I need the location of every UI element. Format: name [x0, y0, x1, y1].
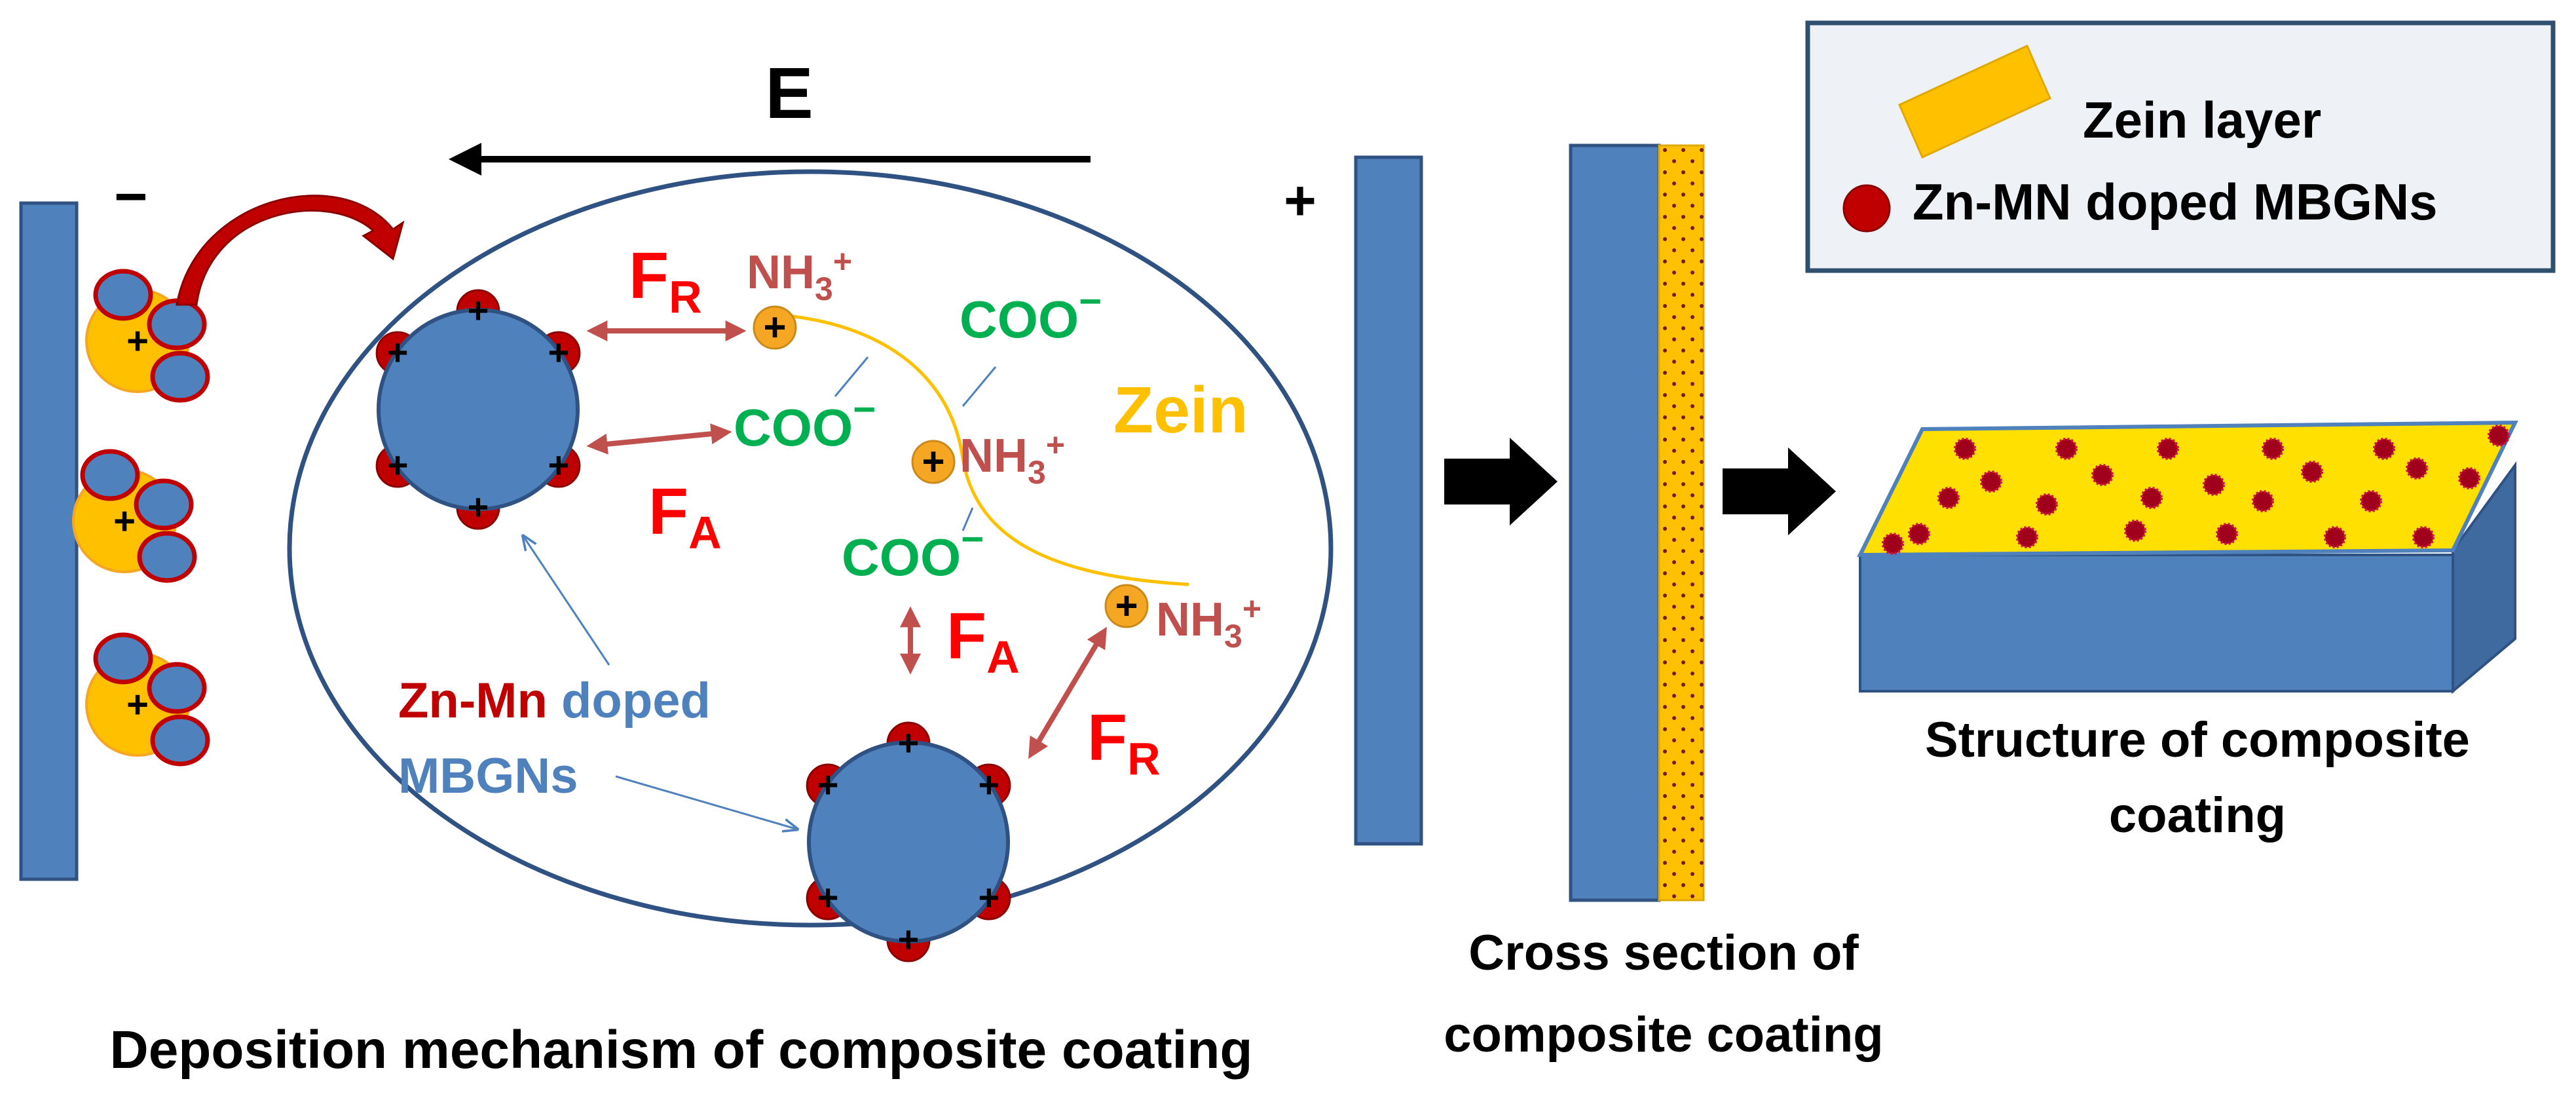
negative-electrode [19, 201, 79, 881]
plus-symbol: + [126, 683, 149, 726]
surface-particle [1937, 487, 1960, 509]
curved-deposition-arrow [176, 195, 405, 306]
surface-particle [2360, 490, 2382, 512]
repulsive-force-arrow [1028, 626, 1107, 759]
zein-swatch [1898, 44, 2051, 159]
ammonium-label: NH3+ [1156, 590, 1261, 655]
surface-particle [2216, 523, 2238, 545]
ammonium-group-3: + NH3+ [1104, 584, 1261, 655]
structure-caption-line1: Structure of composite [1925, 712, 2470, 768]
bond-line [961, 366, 997, 407]
negative-sign: − [114, 164, 147, 229]
ammonium-label: NH3+ [960, 427, 1065, 491]
surface-particle [1882, 533, 1904, 555]
surface-particle [2036, 493, 2058, 516]
surface-particle [1954, 438, 1976, 460]
pointer-arrow [524, 537, 610, 666]
plus-symbol: + [817, 764, 839, 805]
deposited-particle: + [85, 632, 210, 767]
composite-block [1857, 420, 2574, 694]
surface-particle [2373, 438, 2395, 460]
cross-section-caption-line2: composite coating [1444, 1007, 1883, 1063]
positive-sign: + [1284, 170, 1316, 232]
surface-particle [2262, 438, 2284, 460]
field-label: E [765, 53, 813, 134]
zein-label: Zein [1113, 373, 1248, 447]
surface-particle [2324, 526, 2346, 548]
surface-particles [1882, 425, 2510, 555]
plus-symbol: + [468, 486, 489, 527]
bond-line [961, 507, 974, 531]
force-label-attractive: FA [946, 599, 1020, 683]
particle-core [377, 308, 580, 511]
legend-particle-label: Zn-MN doped MBGNs [1913, 173, 2438, 231]
surface-particle [2458, 467, 2480, 489]
attractive-force-arrow [586, 423, 732, 455]
plus-symbol: + [979, 877, 1000, 918]
plus-symbol: + [817, 877, 839, 918]
structure-caption-line2: coating [2109, 788, 2286, 843]
surface-particle [1908, 523, 1930, 545]
plus-symbol: + [1115, 584, 1138, 628]
positive-electrode [1354, 155, 1423, 846]
deposited-cluster: + + + [72, 269, 210, 767]
plus-symbol: + [979, 764, 1000, 805]
surface-particle [2055, 438, 2078, 460]
ammonium-group-1: + NH3+ [747, 243, 852, 350]
mbgn-particles: + + + + + + + + + + + + [375, 289, 1011, 962]
deposition-caption: Deposition mechanism of composite coatin… [109, 1020, 1252, 1080]
surface-particle [2412, 526, 2435, 548]
plus-symbol: + [113, 500, 136, 542]
zein-chain [772, 313, 1189, 586]
surface-particle [2157, 438, 2179, 460]
plus-symbol: + [387, 332, 409, 373]
carboxylate-label: COO− [842, 517, 984, 586]
cross-section-caption-line1: Cross section of [1468, 925, 1859, 981]
plus-symbol: + [763, 305, 786, 349]
particle-core [807, 740, 1010, 943]
particle-label-line1: Zn-Mn doped [398, 673, 711, 729]
particle-swatch [1842, 184, 1891, 233]
mbgn-particle: + + + + + + [806, 721, 1011, 962]
carboxylate-label: COO− [960, 279, 1102, 349]
surface-particle [2016, 526, 2038, 548]
surface-particle [2124, 520, 2146, 542]
surface-particle [2488, 425, 2510, 447]
surface-particle [2301, 461, 2323, 483]
pointer-arrow [615, 775, 796, 829]
ammonium-group-2: + NH3+ [911, 427, 1065, 491]
cross-section [1569, 143, 1705, 902]
plus-symbol: + [922, 440, 944, 484]
plus-symbol: + [548, 332, 570, 373]
mbgn-particle: + + + + + + [375, 289, 581, 530]
plus-symbol: + [548, 444, 570, 485]
process-arrow [1723, 447, 1836, 535]
force-label-attractive: FA [648, 475, 722, 558]
surface-particle [1980, 470, 2002, 493]
deposited-particle: + [72, 449, 197, 583]
deposited-particle: + [85, 269, 210, 403]
surface-particle [2140, 487, 2163, 509]
surface-particle [2091, 464, 2114, 486]
particle-label-line2: MBGNs [398, 748, 578, 804]
plus-symbol: + [898, 919, 920, 960]
bond-line [834, 356, 869, 397]
process-arrow [1444, 438, 1558, 525]
surface-particle [2406, 457, 2428, 480]
legend-zein-label: Zein layer [2083, 91, 2321, 149]
surface-particle [2203, 474, 2225, 496]
ammonium-label: NH3+ [747, 243, 852, 307]
force-label-repulsive: FR [1087, 701, 1161, 784]
plus-symbol: + [387, 444, 409, 485]
surface-particle [2252, 490, 2274, 512]
reaction-ellipse [287, 169, 1334, 928]
force-label-repulsive: FR [629, 239, 702, 322]
legend: Zein layer Zn-MN doped MBGNs [1805, 20, 2556, 273]
plus-symbol: + [126, 320, 149, 362]
carboxylate-label: COO− [734, 387, 876, 457]
plus-symbol: + [468, 290, 489, 331]
plus-symbol: + [898, 722, 920, 763]
